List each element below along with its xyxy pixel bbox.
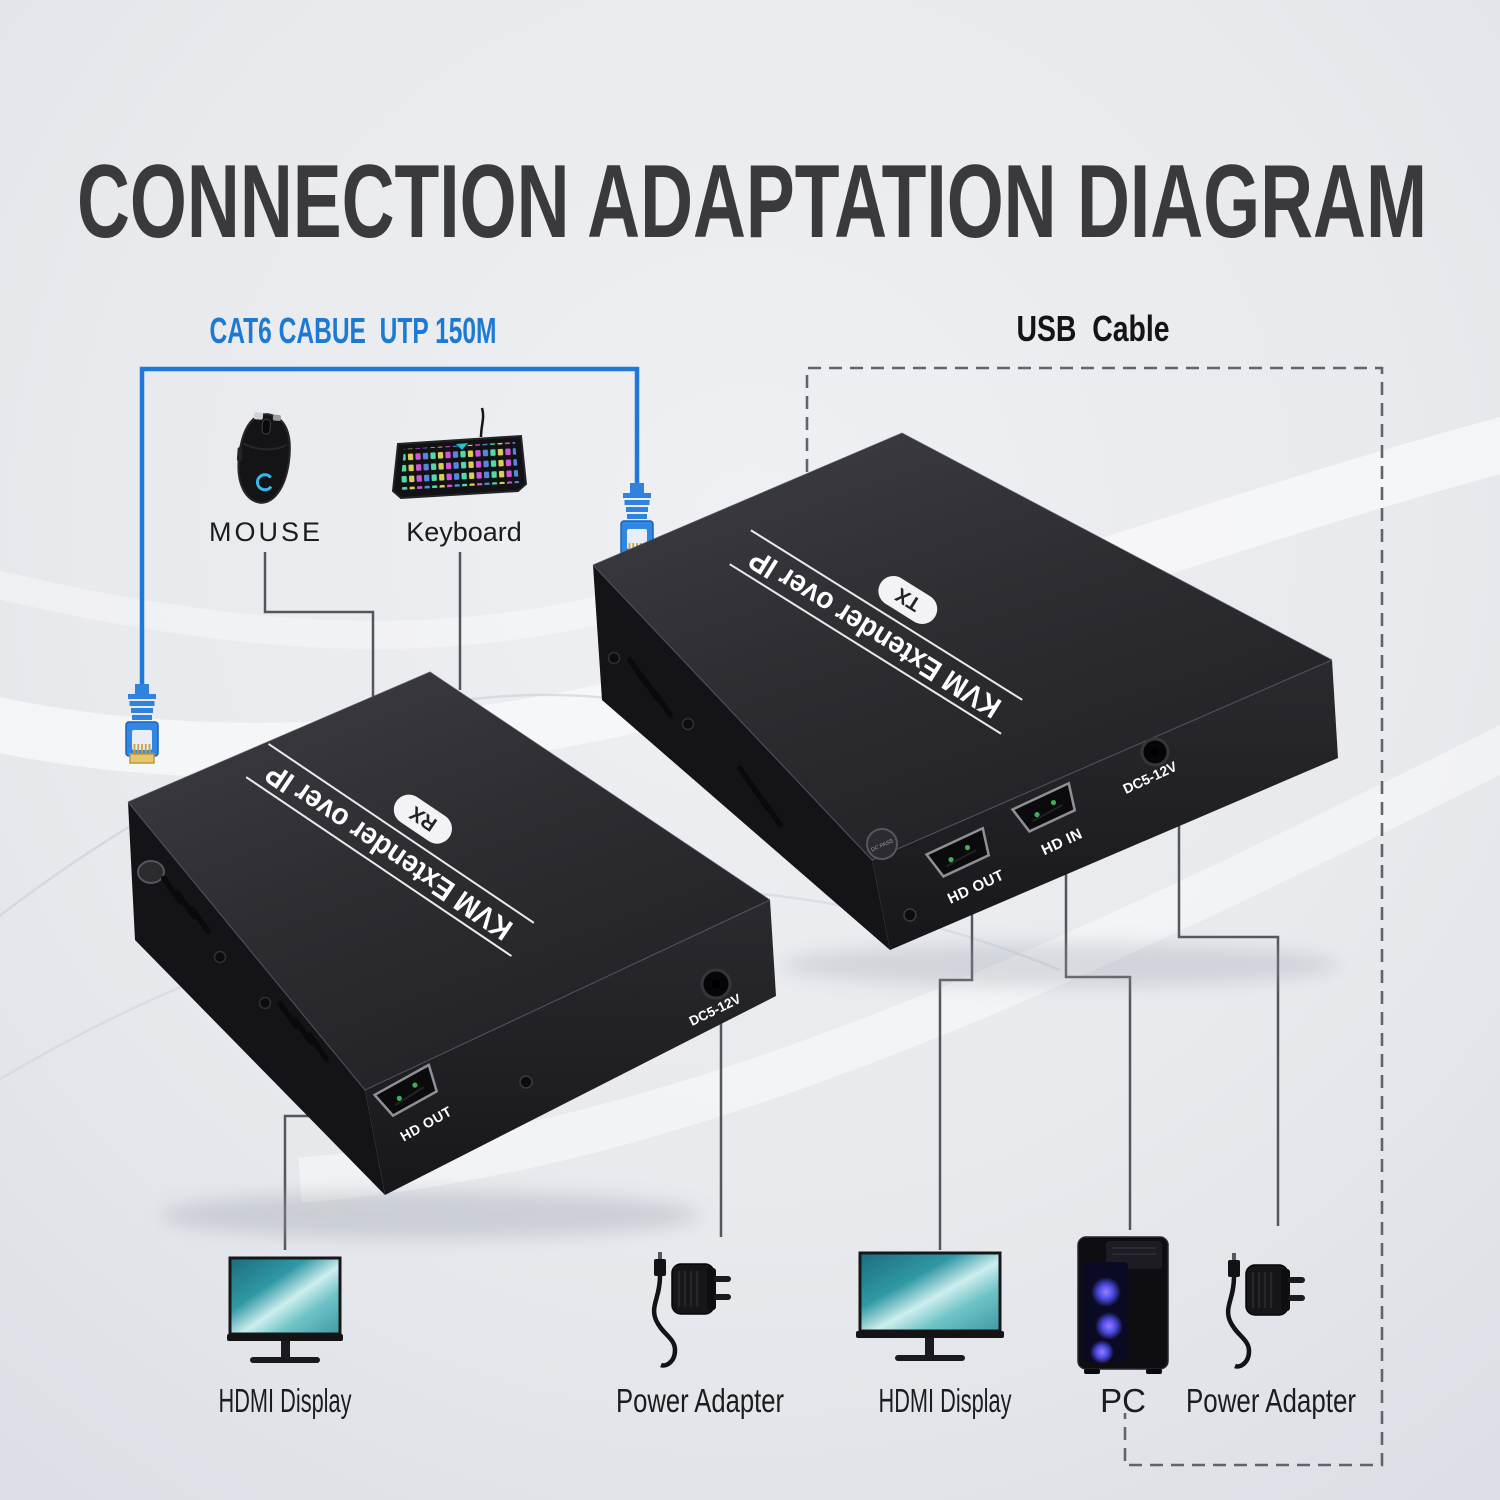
monitor-screen: [228, 1256, 342, 1336]
usb-cable-path: [805, 366, 1384, 1467]
rx-device: KVM Extender over IP RX HD OUT DC5-12V: [127, 671, 776, 1195]
hdmi-display-right-icon: [856, 1251, 1004, 1361]
display-left-label: HDMI Display: [219, 1382, 352, 1419]
page-title: CONNECTION ADAPTATION DIAGRAM: [77, 144, 1427, 260]
mouse-label: MOUSE: [209, 517, 323, 547]
keyboard-label: Keyboard: [406, 517, 522, 547]
power-right-label: Power Adapter: [1186, 1382, 1356, 1419]
tx-dc-pass-sticker: DC PASS: [866, 828, 898, 860]
keyboard-logo: [456, 443, 468, 450]
line-mouse-to-rx: [263, 552, 375, 700]
rx-front-face: [365, 900, 776, 1195]
hdmi-display-left-icon: [227, 1256, 343, 1363]
tx-screws: [607, 651, 917, 922]
rx-screws: [213, 950, 533, 1089]
cat6-cable-path: [125, 366, 654, 764]
tx-front-face: [872, 660, 1338, 950]
cat6-cable-label: CAT6 CABUE UTP 150M: [210, 310, 497, 351]
keyboard-cable: [479, 407, 485, 438]
pc-label: PC: [1100, 1382, 1146, 1419]
mouse-icon: [236, 412, 291, 504]
tx-top-face: [593, 433, 1332, 860]
background-curve: [298, 724, 1500, 1203]
rx-badge: [393, 794, 452, 844]
rx-shadow: [160, 1191, 700, 1239]
pc-tower-icon: [1077, 1236, 1169, 1374]
tx-device: KVM Extender over IP TX DC PASS HD OUT H…: [592, 432, 1338, 950]
keyboard-icon: [391, 407, 528, 500]
usb-cable-label: USB Cable: [1017, 308, 1170, 349]
rx-left-face: [128, 802, 385, 1195]
rx-certification-sticker: [137, 860, 165, 884]
rj45-connector-icon: [125, 683, 159, 764]
tx-shadow: [780, 943, 1340, 987]
mouse-logo: [255, 473, 273, 492]
power-left-label: Power Adapter: [616, 1382, 784, 1419]
rx-top-face: [128, 672, 770, 1090]
display-right-label: HDMI Display: [879, 1382, 1012, 1419]
rx-vents: [161, 875, 329, 1062]
monitor-screen: [858, 1251, 1002, 1333]
tx-vents: [627, 657, 783, 828]
line-tx-dc-to-power: [1177, 795, 1280, 1226]
tx-left-face: [593, 565, 890, 950]
tx-badge: [878, 575, 938, 624]
background-curve: [0, 570, 644, 649]
